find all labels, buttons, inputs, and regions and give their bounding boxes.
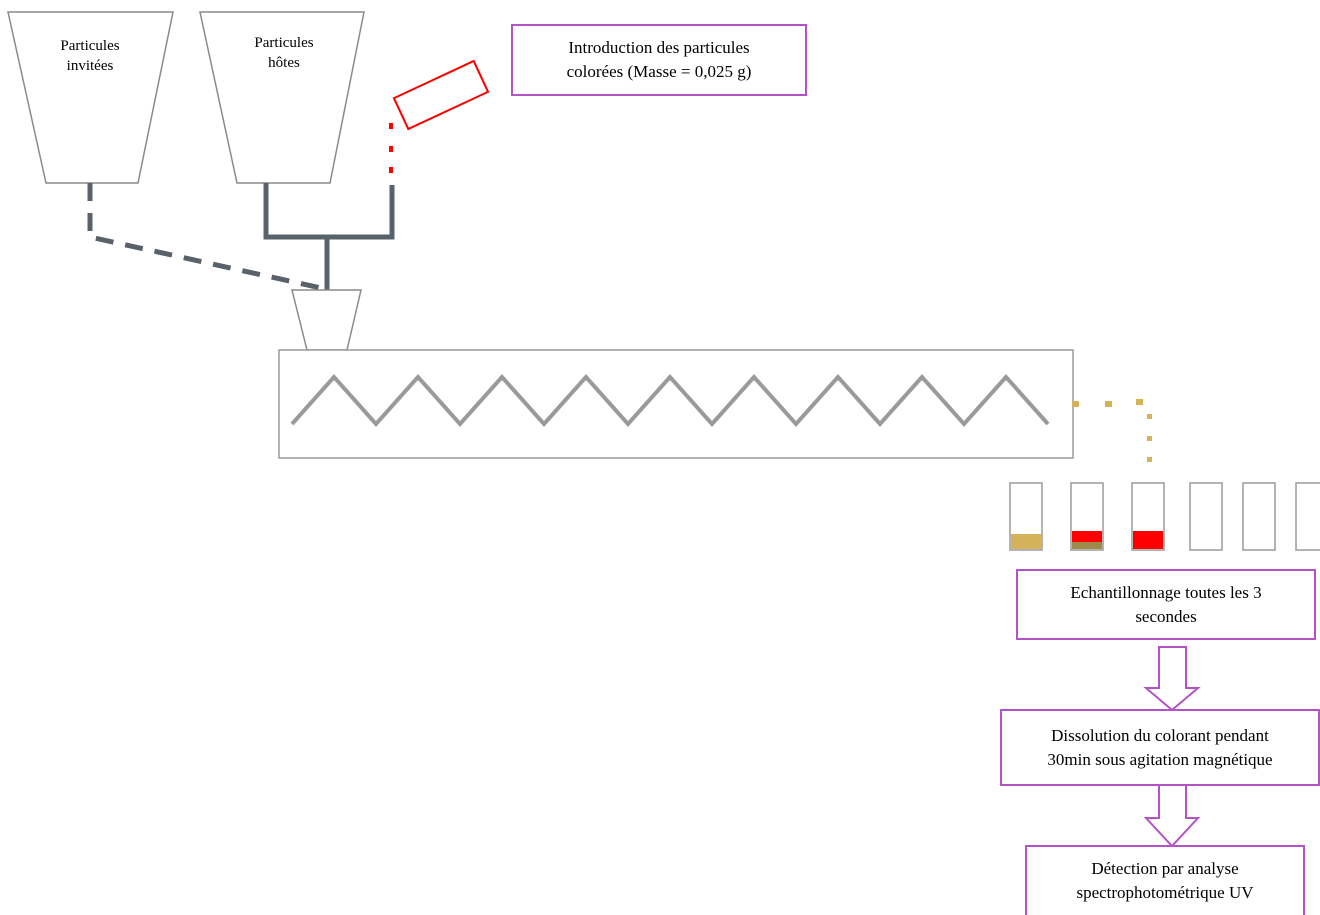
guest-particles-label: Particules invitées	[40, 36, 140, 76]
tracer-falling-dots	[389, 123, 393, 173]
dissolution-line2: 30min sous agitation magnétique	[1047, 749, 1273, 769]
tracer-feed-pipe	[327, 185, 395, 240]
guest-feed-pipe	[87, 183, 331, 293]
sample-tube-3	[1131, 482, 1165, 551]
extrudate-output-dots	[1072, 399, 1152, 462]
dissolution-line1: Dissolution du colorant pendant	[1051, 725, 1269, 745]
sampling-box: Echantillonnage toutes les 3 secondes	[1016, 569, 1316, 640]
sample-tube-5	[1242, 482, 1276, 551]
sample-tube-6	[1295, 482, 1320, 551]
host-feed-pipe	[263, 183, 330, 292]
host-particles-hopper	[199, 11, 365, 184]
extruder-barrel	[278, 349, 1074, 459]
introduction-box: Introduction des particules colorées (Ma…	[511, 24, 807, 96]
detection-line2: spectrophotométrique UV	[1076, 883, 1254, 902]
arrow-dissolution-to-detection	[1143, 784, 1201, 848]
detection-box: Détection par analyse spectrophotométriq…	[1025, 845, 1305, 915]
guest-particles-label-line2: invitées	[66, 58, 114, 74]
sample-tube-4	[1189, 482, 1223, 551]
sample-tube-2	[1070, 482, 1104, 551]
extruder-feed-hopper	[291, 289, 362, 351]
sampling-line1: Echantillonnage toutes les 3	[1070, 582, 1262, 602]
introduction-line1: Introduction des particules	[568, 38, 750, 57]
sampling-line2: secondes	[1135, 606, 1197, 626]
guest-particles-hopper	[7, 11, 174, 184]
host-particles-label: Particules hôtes	[234, 33, 334, 73]
tracer-container	[392, 59, 490, 131]
dissolution-box: Dissolution du colorant pendant 30min so…	[1000, 709, 1320, 786]
introduction-line2: colorées (Masse = 0,025 g)	[566, 62, 752, 81]
extruder-screw	[290, 373, 1050, 428]
host-particles-label-line1: Particules	[254, 35, 314, 51]
host-particles-label-line2: hôtes	[268, 55, 300, 71]
guest-particles-label-line1: Particules	[60, 38, 120, 54]
arrow-sampling-to-dissolution	[1143, 646, 1201, 712]
detection-line1: Détection par analyse	[1091, 859, 1239, 878]
sample-tube-1	[1009, 482, 1043, 551]
